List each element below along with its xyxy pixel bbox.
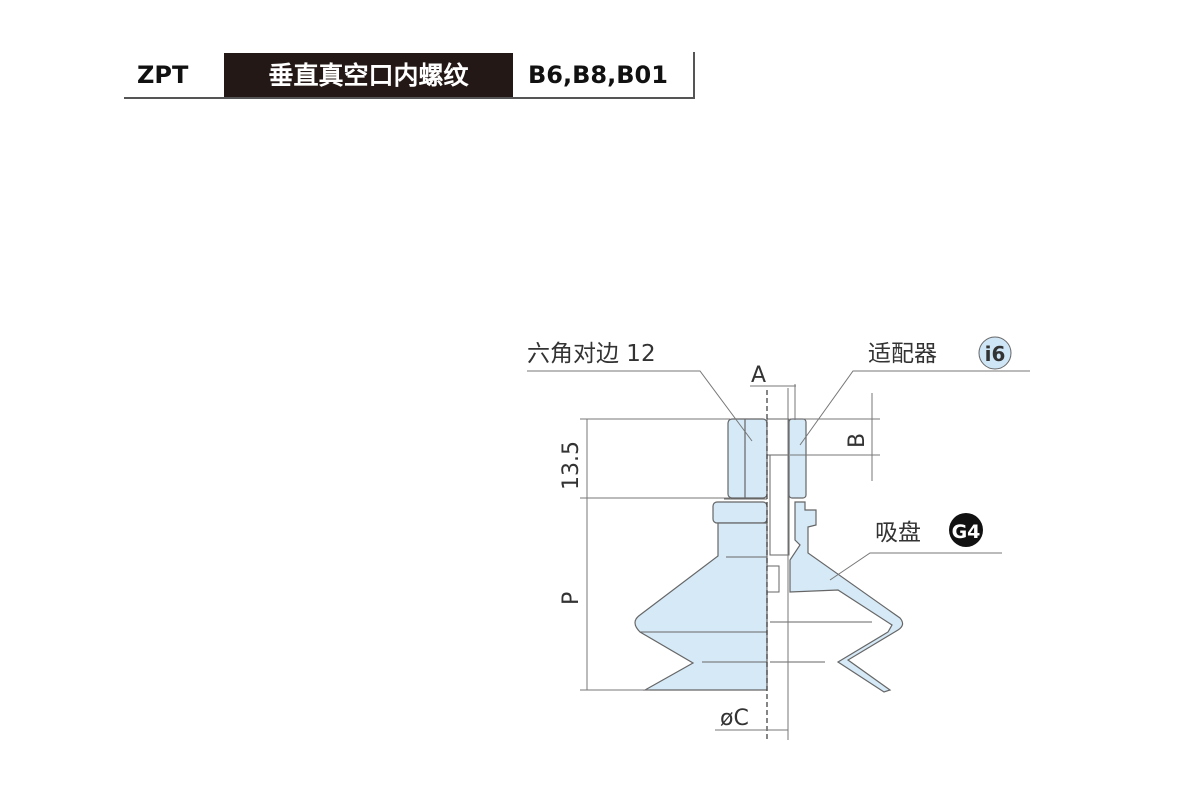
hex-nut-right [788, 418, 807, 499]
dim-b-label: B [845, 433, 870, 448]
pad-label: 吸盘 [875, 520, 921, 546]
adapter-leader [799, 370, 1030, 446]
pad-leader [829, 552, 1002, 581]
section-title: 垂直真空口内螺纹 [224, 53, 513, 98]
header-underline [124, 97, 695, 99]
dim-p-label: P [559, 592, 584, 605]
pad-badge: G4 [952, 521, 981, 543]
pad-badge-circle [949, 513, 983, 547]
adapter-badge: i6 [985, 342, 1006, 366]
adapter-flange [712, 501, 768, 524]
hex-nut-left [727, 418, 768, 499]
dim-height-label: 13.5 [559, 441, 584, 490]
pad-right-section [789, 501, 904, 693]
header-divider [693, 52, 695, 98]
pad-left-half [634, 522, 768, 691]
dim-a-label: A [751, 363, 766, 388]
series-code: ZPT [137, 61, 189, 89]
dim-c-label: øC [720, 706, 749, 731]
adapter-badge-circle [978, 336, 1012, 370]
model-codes: B6,B8,B01 [528, 61, 668, 89]
hex-label: 六角对边 12 [527, 341, 656, 367]
adapter-label: 适配器 [868, 341, 937, 367]
hex-leader [527, 370, 753, 442]
